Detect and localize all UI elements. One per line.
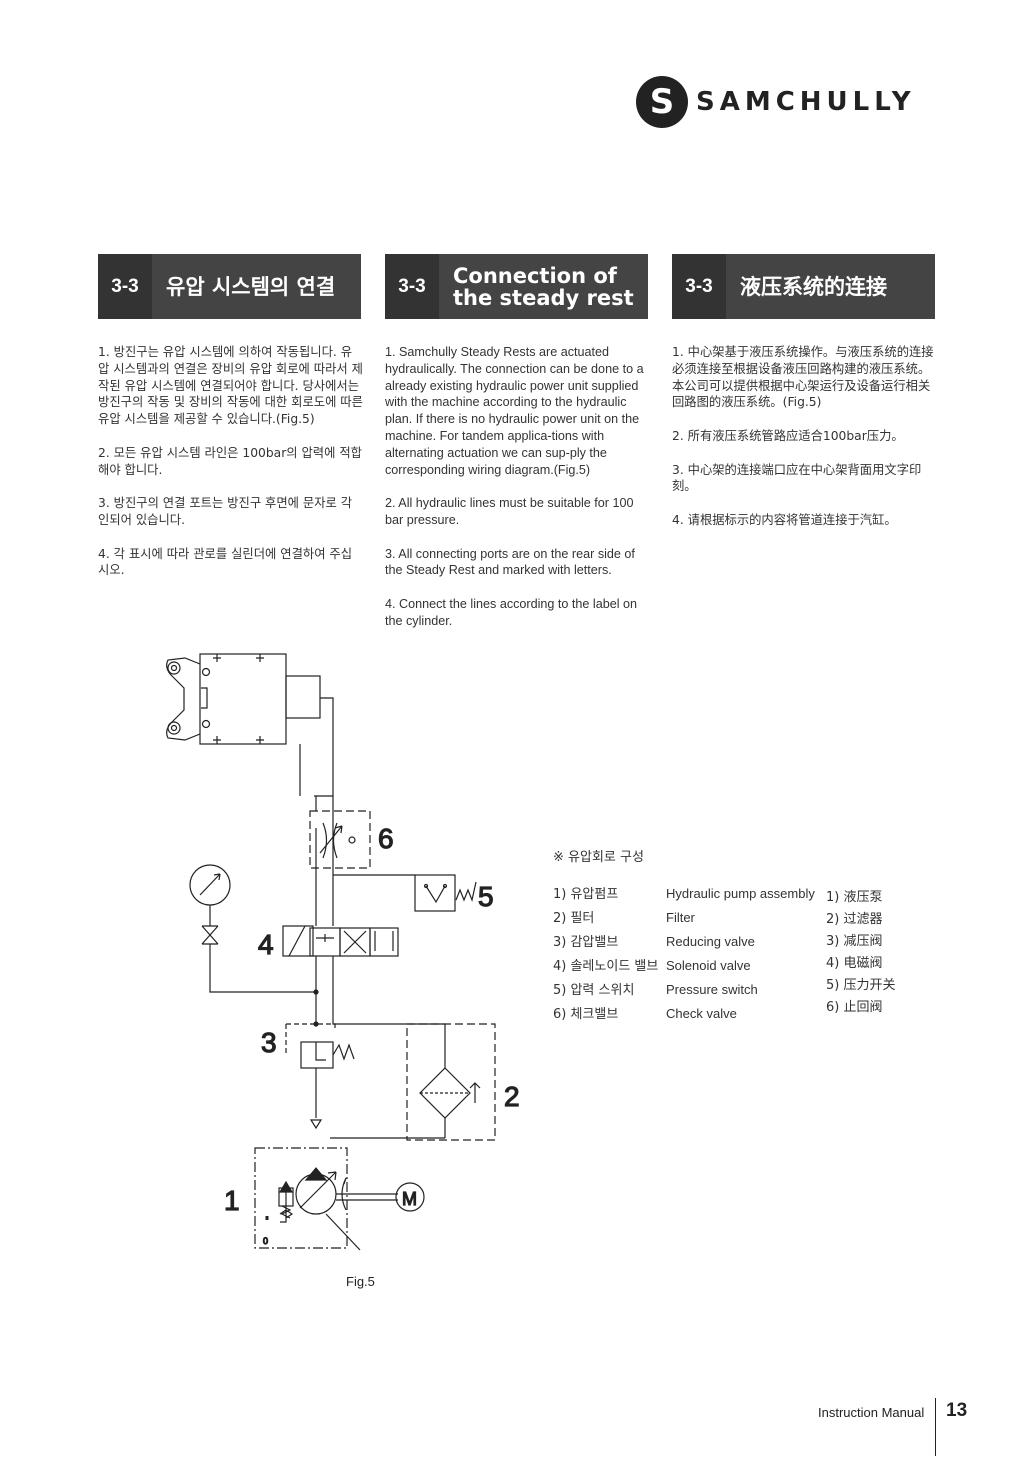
motor-label: M (402, 1189, 417, 1209)
paragraph: 3. 방진구의 연결 포트는 방진구 후면에 문자로 각인되어 있습니다. (98, 496, 353, 527)
paragraph: 1. 방진구는 유압 시스템에 의하여 작동됩니다. 유압 시스템과의 연결은 … (98, 345, 363, 427)
solenoid-valve (282, 925, 446, 1048)
paragraph: 2. 所有液压系统管路应适合100bar压力。 (672, 428, 904, 443)
paragraph: 4. Connect the lines according to the la… (385, 596, 638, 628)
section-number: 3-3 (385, 254, 439, 319)
zero-label: 0 (263, 1236, 268, 1246)
check-valve (309, 810, 371, 869)
paragraph: 3. 中心架的连接端口应在中心架背面用文字印刻。 (672, 462, 922, 494)
diagram-label-4: 4 (258, 929, 274, 960)
paragraph: 4. 请根据标示的内容将管道连接于汽缸。 (672, 512, 897, 527)
steady-rest-drawing (166, 653, 321, 745)
chinese-text-column: 1. 中心架基于液压系统操作。与液压系统的连接必须连接至根据设备液压回路构建的液… (672, 344, 934, 546)
legend-cn-item: 1) 液压泵 (826, 890, 883, 905)
section-header-korean: 3-3 유압 시스템의 연결 (98, 254, 361, 319)
section-header-chinese: 3-3 液压系统的连接 (672, 254, 935, 319)
figure-caption: Fig.5 (346, 1274, 375, 1289)
pressure-gauge (189, 864, 316, 993)
reducing-valve (285, 989, 355, 1130)
filter (330, 1023, 496, 1141)
samchully-logo: S SAMCHULLY (636, 76, 936, 128)
legend-cn-item: 2) 过滤器 (826, 912, 883, 927)
diagram-label-6: 6 (378, 823, 394, 854)
diagram-label-1: 1 (224, 1185, 240, 1216)
diagram-label-3: 3 (261, 1027, 277, 1058)
legend-cn-item: 4) 电磁阀 (826, 956, 883, 971)
legend-cn-item: 5) 压力开关 (826, 978, 896, 993)
paragraph: 1. 中心架基于液压系统操作。与液压系统的连接必须连接至根据设备液压回路构建的液… (672, 345, 934, 410)
diagram-label-2: 2 (504, 1081, 520, 1112)
paragraph: 2. 모든 유압 시스템 라인은 100bar의 압력에 적합해야 합니다. (98, 445, 362, 477)
section-title-line-1: Connection of (453, 263, 617, 288)
legend-title: ※ 유압회로 구성 (553, 850, 644, 865)
legend-cn-item: 3) 减压阀 (826, 934, 883, 949)
paragraph: 3. All connecting ports are on the rear … (385, 546, 635, 578)
legend-cn-item: 6) 止回阀 (826, 1000, 883, 1015)
page-number: 13 (946, 1400, 968, 1421)
pump-assembly (254, 1147, 425, 1251)
logo-mark: S (636, 76, 688, 128)
korean-text-column: 1. 방진구는 유압 시스템에 의하여 작동됩니다. 유압 시스템과의 연결은 … (98, 344, 363, 596)
english-text-column: 1. Samchully Steady Rests are actuated h… (385, 344, 649, 646)
section-header-english: 3-3 Connection of the steady rest (385, 254, 648, 319)
paragraph: 2. All hydraulic lines must be suitable … (385, 496, 634, 527)
section-title: Connection of the steady rest (453, 254, 634, 319)
section-title-line-2: the steady rest (453, 285, 634, 310)
diagram-label-5: 5 (478, 881, 494, 912)
logo-wordmark: SAMCHULLY (696, 87, 916, 117)
footer-label: Instruction Manual (818, 1405, 925, 1420)
section-title: 유압 시스템의 연결 (166, 274, 336, 299)
paragraph: 1. Samchully Steady Rests are actuated h… (385, 345, 644, 477)
footer-divider (935, 1398, 936, 1456)
section-number: 3-3 (672, 254, 726, 319)
section-title: 液压系统的连接 (740, 274, 887, 299)
pressure-switch (333, 874, 477, 912)
hydraulic-circuit-diagram: 6 5 4 3 2 1 M 0 (166, 653, 520, 1251)
paragraph: 4. 각 표시에 따라 관로를 실린더에 연결하여 주십시오. (98, 546, 353, 578)
section-number: 3-3 (98, 254, 152, 319)
circuit-legend-chinese: 1) 液压泵 2) 过滤器 3) 减压阀 4) 电磁阀 5) 压力开关 6) 止… (826, 886, 895, 1018)
line-to-cylinder-a (314, 697, 334, 797)
